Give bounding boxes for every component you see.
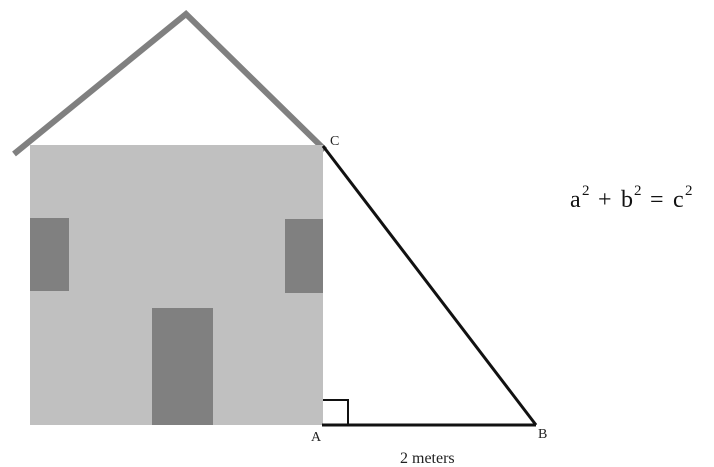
vertex-label-b: B	[538, 427, 547, 442]
vertex-label-c: C	[330, 134, 339, 149]
left-window	[30, 218, 69, 291]
right-window	[285, 219, 323, 293]
formula-b-exponent: 2	[634, 183, 642, 199]
formula-c-exponent: 2	[685, 183, 693, 199]
formula-plus: +	[598, 187, 612, 213]
formula-a-exponent: 2	[582, 183, 590, 199]
vertex-label-a: A	[311, 430, 322, 445]
formula-a: a	[570, 187, 581, 213]
formula-equals: =	[650, 187, 664, 213]
right-angle-marker	[323, 399, 349, 425]
pythagorean-formula: a 2 + b 2 = c 2	[570, 183, 693, 213]
house-roof	[12, 9, 328, 157]
triangle-hypotenuse	[321, 145, 538, 426]
base-length-label: 2 meters	[400, 450, 455, 467]
house-door	[152, 308, 213, 425]
formula-b: b	[621, 187, 633, 213]
formula-c: c	[673, 187, 684, 213]
